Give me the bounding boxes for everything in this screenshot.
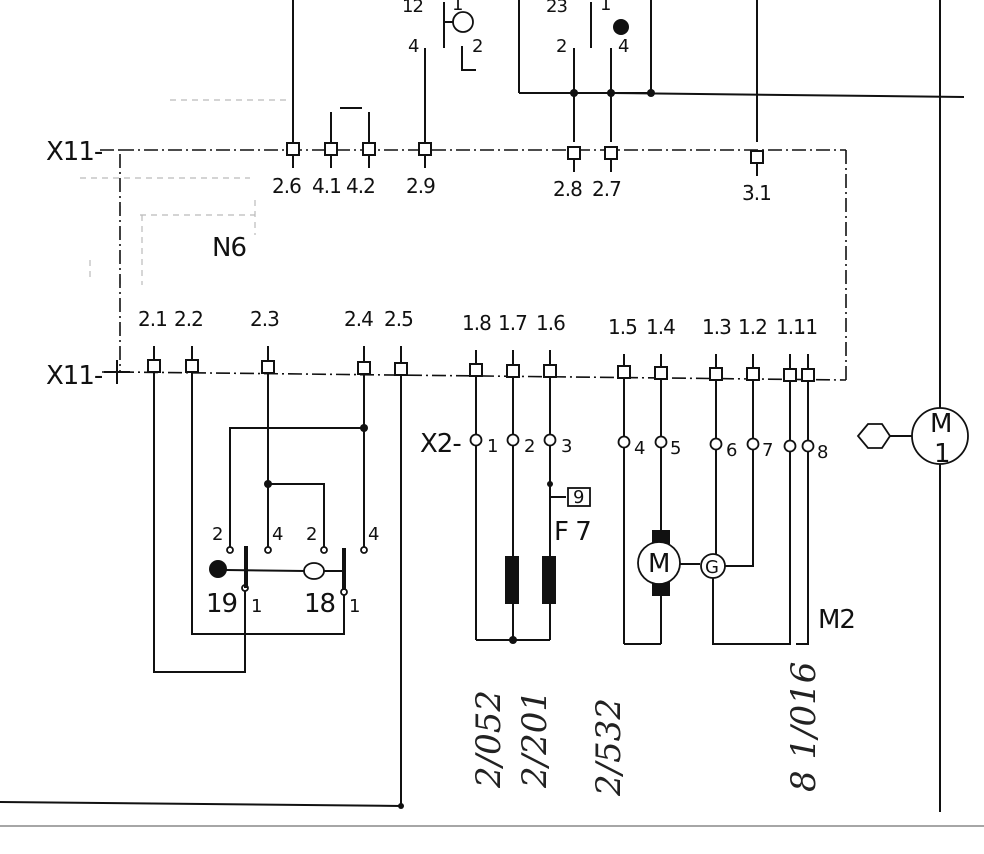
svg-text:4: 4 — [618, 36, 629, 57]
bottom-terminal-labels: 2.1 2.2 2.3 2.4 2.5 1.8 1.7 1.6 1.5 1.4 … — [138, 307, 818, 339]
svg-text:1.5: 1.5 — [608, 315, 637, 339]
svg-text:2/532: 2/532 — [589, 698, 629, 797]
svg-text:M: M — [930, 409, 951, 439]
svg-text:G: G — [705, 557, 718, 578]
svg-text:1.7: 1.7 — [498, 311, 527, 335]
svg-text:2: 2 — [556, 36, 566, 57]
switch-19-18-labels: 2 4 2 4 19 1 18 1 — [206, 524, 380, 619]
switch-23-labels: 23 1 2 4 — [546, 0, 630, 57]
svg-text:5: 5 — [670, 438, 680, 459]
switch-network-19-18 — [0, 372, 404, 809]
svg-text:4: 4 — [272, 524, 283, 545]
svg-text:23: 23 — [546, 0, 567, 17]
svg-text:2: 2 — [472, 36, 482, 57]
svg-text:18: 18 — [304, 589, 335, 619]
svg-text:1.8: 1.8 — [462, 311, 491, 335]
svg-text:9: 9 — [573, 487, 584, 508]
x2-connector — [469, 376, 815, 453]
svg-text:1.3: 1.3 — [702, 315, 731, 339]
solenoid-coils — [475, 446, 556, 644]
module-label: N6 — [212, 233, 246, 263]
svg-text:3.1: 3.1 — [742, 181, 771, 205]
svg-text:8: 8 — [817, 442, 828, 463]
svg-text:2: 2 — [524, 436, 534, 457]
svg-text:2.4: 2.4 — [344, 307, 373, 331]
svg-text:1: 1 — [349, 596, 359, 617]
svg-text:4: 4 — [408, 36, 419, 57]
x2-pin-labels: 1 2 3 4 5 6 7 8 — [487, 436, 829, 463]
module-n6-outline — [100, 149, 847, 384]
svg-text:2.6: 2.6 — [272, 174, 301, 198]
svg-text:1: 1 — [600, 0, 610, 15]
svg-text:2/052: 2/052 — [469, 690, 509, 789]
svg-text:3: 3 — [561, 436, 572, 457]
motor-m2: M G M2 — [623, 448, 856, 645]
svg-text:2.8: 2.8 — [553, 177, 582, 201]
svg-text:2.2: 2.2 — [174, 307, 203, 331]
svg-text:2.1: 2.1 — [138, 307, 167, 331]
svg-text:4: 4 — [634, 438, 645, 459]
svg-text:1: 1 — [934, 439, 950, 469]
top-terminal-blocks — [286, 142, 764, 176]
handwritten-notes: 2/052 2/201 2/532 8 1/016 — [469, 662, 824, 797]
x11-bottom-label: X11- — [46, 361, 103, 391]
x11-top-label: X11- — [46, 137, 103, 167]
svg-text:2.7: 2.7 — [592, 177, 621, 201]
svg-text:1.6: 1.6 — [536, 311, 565, 335]
svg-text:4: 4 — [368, 524, 379, 545]
svg-text:1.4: 1.4 — [646, 315, 675, 339]
top-wiring — [292, 0, 965, 408]
bottom-terminal-blocks — [147, 346, 815, 382]
svg-text:2.9: 2.9 — [406, 174, 435, 198]
svg-text:1: 1 — [251, 596, 261, 617]
svg-text:1: 1 — [452, 0, 462, 15]
svg-text:4.1: 4.1 — [312, 174, 341, 198]
svg-text:2: 2 — [306, 524, 316, 545]
svg-text:M2: M2 — [818, 605, 855, 635]
svg-text:6: 6 — [726, 440, 737, 461]
svg-text:7: 7 — [762, 440, 772, 461]
svg-text:19: 19 — [206, 589, 237, 619]
svg-text:1: 1 — [487, 436, 497, 457]
switch-12-labels: 12 1 4 2 — [402, 0, 483, 57]
svg-text:1.2: 1.2 — [738, 315, 767, 339]
svg-text:12: 12 — [402, 0, 423, 17]
svg-text:2/201: 2/201 — [515, 690, 555, 789]
svg-text:2: 2 — [212, 524, 222, 545]
motor-m1: M 1 — [856, 407, 969, 812]
top-terminal-labels: 2.6 4.1 4.2 2.9 2.8 2.7 3.1 — [272, 174, 772, 205]
svg-text:2.3: 2.3 — [250, 307, 279, 331]
svg-text:M: M — [648, 549, 669, 579]
x2-label: X2- — [420, 429, 461, 459]
svg-text:F 7: F 7 — [554, 517, 591, 547]
svg-text:4.2: 4.2 — [346, 174, 375, 198]
svg-text:.1: .1 — [800, 315, 817, 339]
fuse-f7: 9 F 7 — [547, 481, 592, 547]
svg-text:8 1/016: 8 1/016 — [784, 662, 824, 792]
svg-text:2.5: 2.5 — [384, 307, 413, 331]
svg-text:1.1: 1.1 — [776, 315, 805, 339]
scan-artifacts — [80, 99, 290, 285]
